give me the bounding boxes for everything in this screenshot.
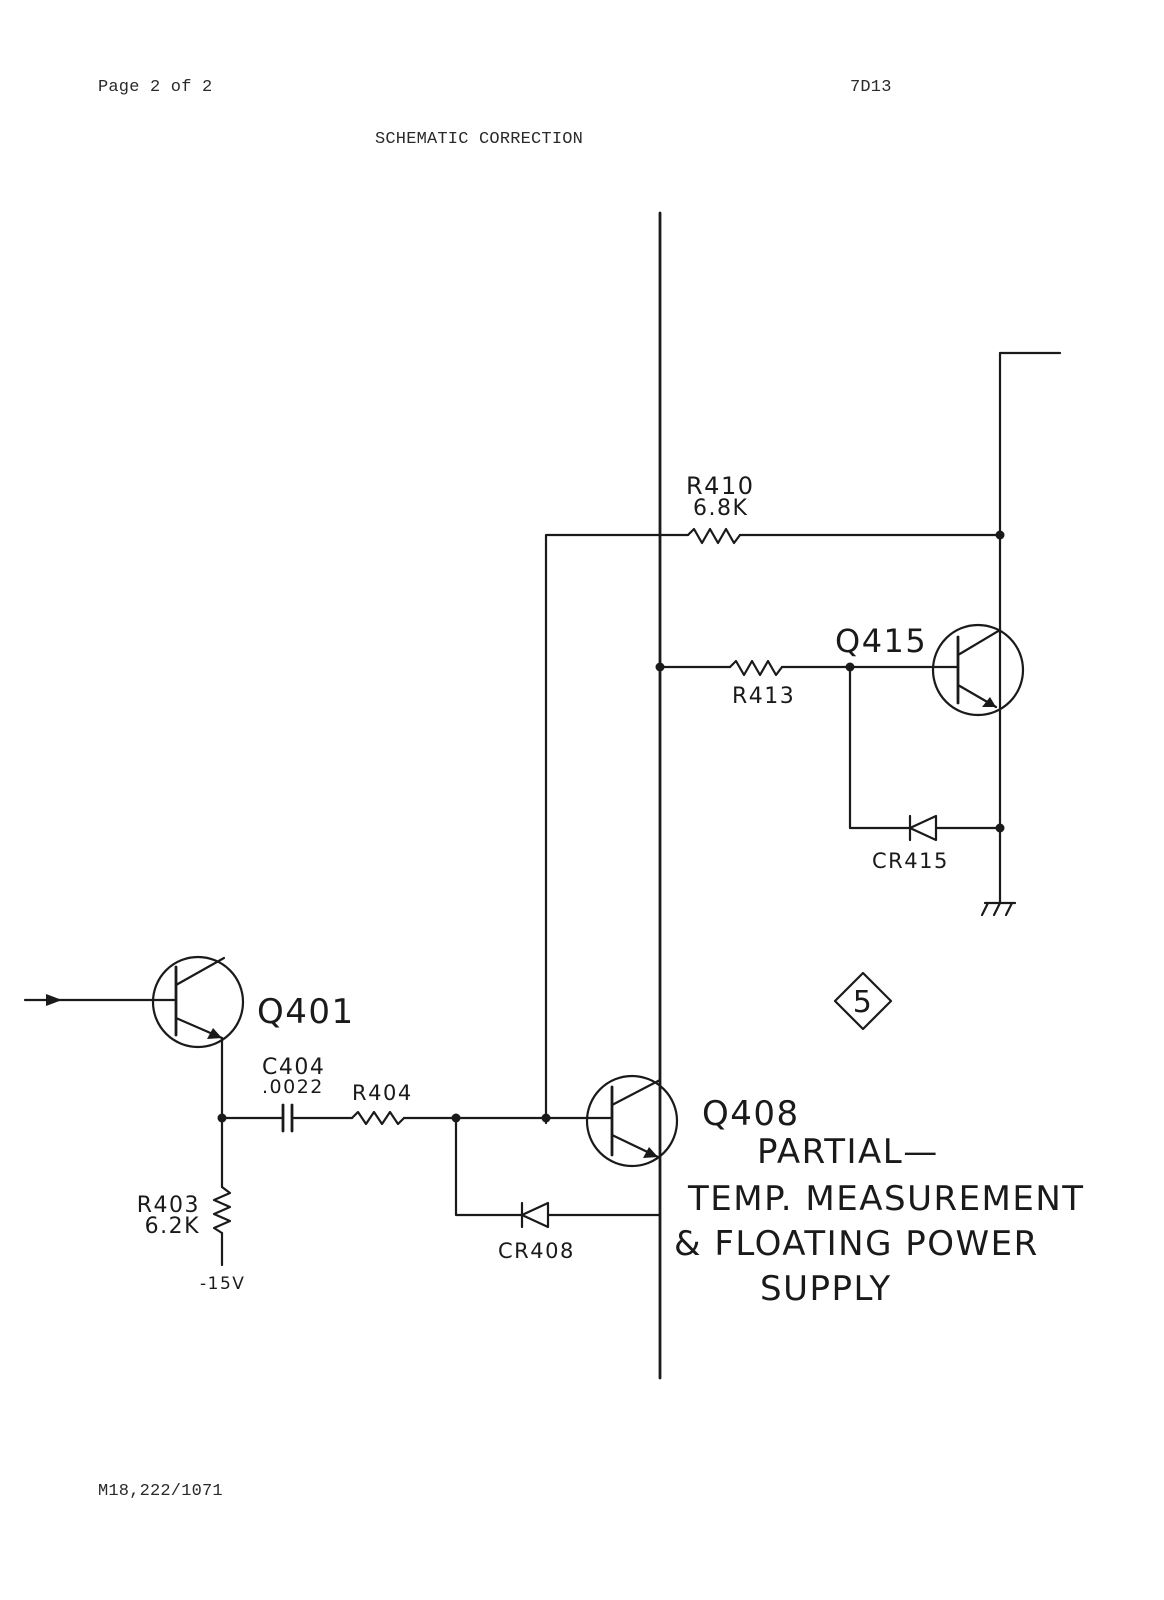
ground-symbol	[980, 901, 1017, 917]
junction-dot-r410	[995, 530, 1005, 540]
document-code: 7D13	[850, 78, 892, 97]
footer-document-number: M18,222/1071	[98, 1482, 223, 1501]
label-cr408: CR408	[498, 1239, 575, 1263]
diode-cr408	[520, 1201, 550, 1229]
wire-cr415-left	[848, 665, 912, 830]
label-r410-name: R410	[686, 472, 754, 500]
input-arrow-icon	[46, 994, 62, 1006]
label-r410-value: 6.8K	[693, 496, 748, 521]
caption-line-3: & FLOATING POWER	[674, 1224, 1039, 1264]
junction-dot-cr415	[995, 823, 1005, 833]
transistor-q408	[585, 1074, 679, 1168]
page-title: SCHEMATIC CORRECTION	[375, 130, 584, 149]
diode-cr415	[908, 814, 938, 842]
label-cr415: CR415	[872, 849, 949, 873]
label-c404-value: .0022	[262, 1076, 324, 1098]
page-number-label: Page 2 of 2	[98, 78, 213, 97]
label-supply: -15V	[200, 1274, 245, 1294]
label-r403-value: 6.2K	[145, 1214, 200, 1239]
revision-marker-diamond: 5	[833, 971, 893, 1031]
label-c404-name: C404	[262, 1055, 325, 1080]
junction-dot-r410-feed	[541, 1113, 551, 1123]
label-q401: Q401	[257, 992, 355, 1032]
caption-line-2: TEMP. MEASUREMENT	[687, 1179, 1085, 1219]
resistor-r413	[728, 659, 784, 677]
caption-line-4: SUPPLY	[760, 1269, 892, 1309]
revision-marker-number: 5	[853, 985, 874, 1020]
label-r403-name: R403	[137, 1193, 200, 1218]
transistor-q401	[151, 955, 245, 1049]
caption-line-1: PARTIAL—	[757, 1132, 939, 1172]
label-q415: Q415	[835, 622, 927, 660]
wire-cr408-left	[454, 1116, 524, 1217]
label-r404: R404	[352, 1081, 413, 1105]
transistor-q415	[931, 623, 1025, 717]
label-r413: R413	[732, 684, 795, 709]
resistor-r403	[212, 1185, 232, 1235]
resistor-r404	[350, 1110, 406, 1126]
label-q408: Q408	[702, 1094, 800, 1134]
wire-r410-left	[544, 533, 690, 1125]
resistor-r410	[686, 527, 742, 545]
capacitor-c404	[281, 1103, 294, 1133]
